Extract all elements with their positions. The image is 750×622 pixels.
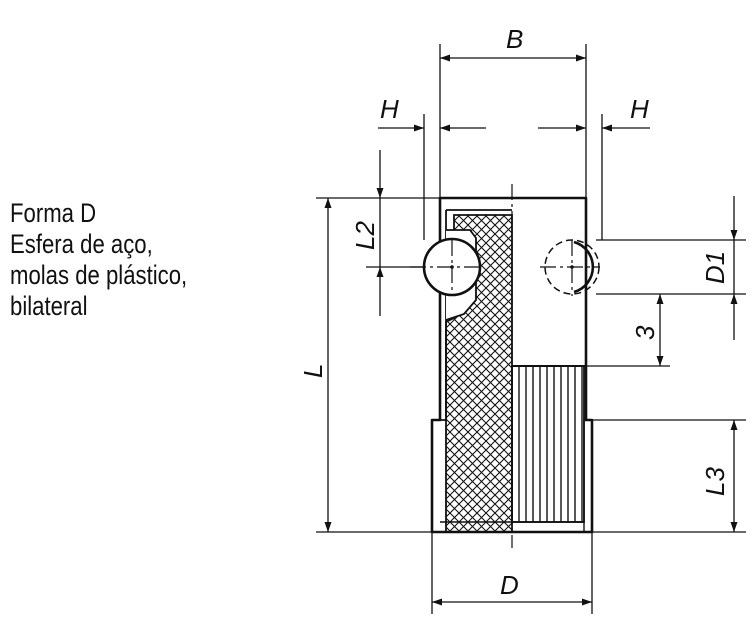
caption: Forma D Esfera de aço, molas de plástico… (10, 198, 270, 322)
dim-label-D1: D1 (700, 251, 730, 284)
caption-line-ball: Esfera de aço, (10, 229, 153, 259)
dim-label-L: L (298, 364, 328, 378)
dim-label-3: 3 (630, 325, 660, 340)
dim-label-L2: L2 (350, 221, 380, 250)
dimension-lines (324, 54, 738, 606)
dim-label-H-right: H (630, 94, 649, 124)
dim-label-D: D (500, 570, 519, 600)
ball-right (573, 240, 595, 294)
dim-label-H-left: H (380, 94, 399, 124)
dim-label-L3: L3 (700, 467, 730, 496)
caption-line-bilateral: bilateral (10, 291, 88, 321)
dim-label-B: B (506, 24, 523, 54)
threaded-section (511, 365, 585, 523)
caption-line-springs: molas de plástico, (10, 260, 188, 290)
caption-line-form: Forma D (10, 198, 97, 228)
